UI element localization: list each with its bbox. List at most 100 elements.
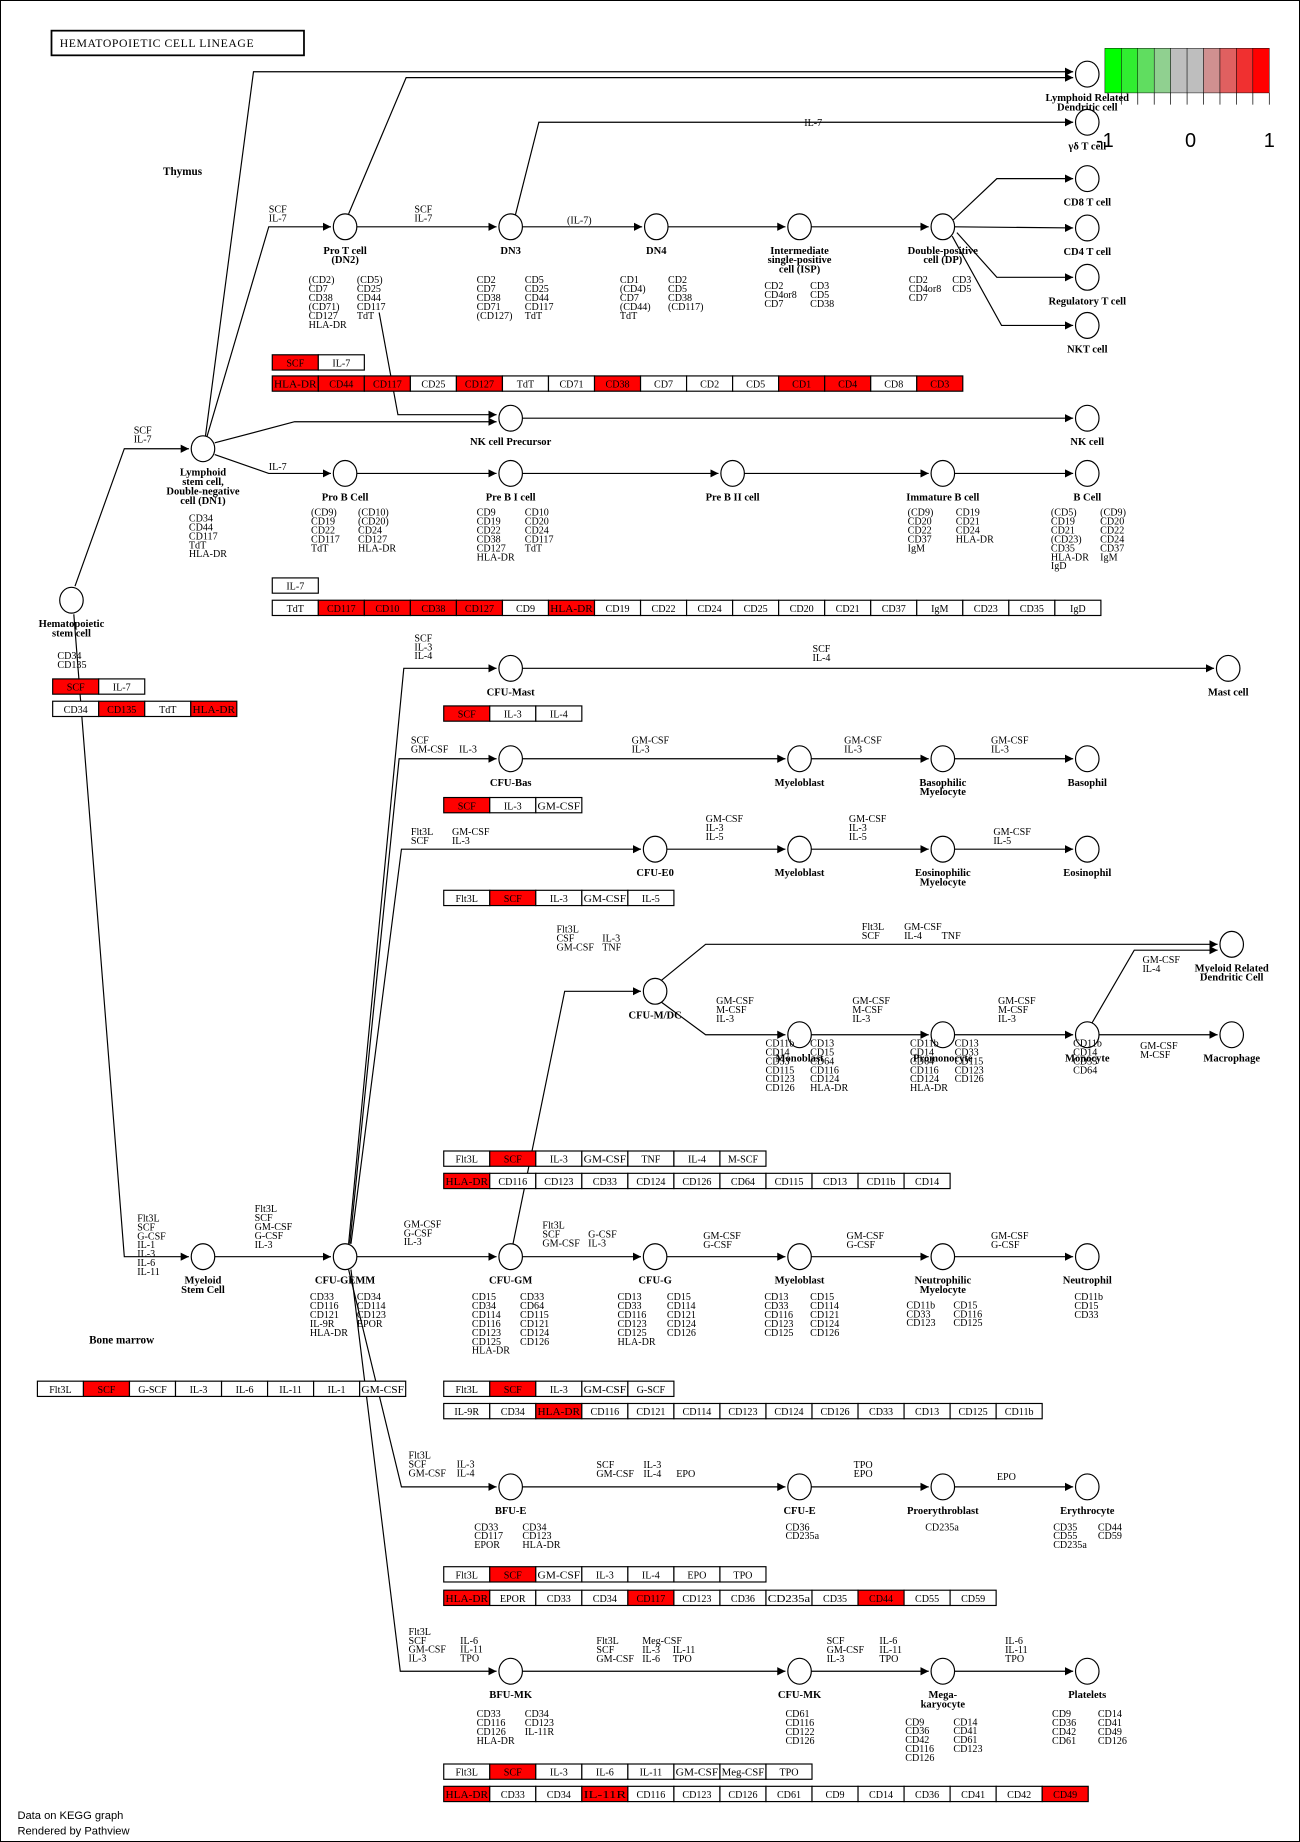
gene-cell[interactable]: CD117 bbox=[363, 375, 411, 392]
gene-cell[interactable]: IL-11 bbox=[266, 1380, 315, 1398]
gene-cell[interactable]: CD123 bbox=[673, 1785, 721, 1803]
gene-cell[interactable]: GM-CSF bbox=[359, 1380, 407, 1398]
gene-cell[interactable]: Flt3L bbox=[443, 1150, 491, 1167]
cell-node-prebii[interactable]: Pre B II cell bbox=[706, 459, 760, 503]
gene-cell[interactable]: IL-3 bbox=[581, 1566, 629, 1583]
cell-node-macro[interactable]: Macrophage bbox=[1203, 1021, 1260, 1065]
cell-circle[interactable] bbox=[642, 1243, 668, 1271]
cell-circle[interactable] bbox=[1074, 835, 1100, 863]
cell-circle[interactable] bbox=[1074, 214, 1100, 242]
gene-cell[interactable]: CD116 bbox=[581, 1402, 629, 1420]
cell-node-cd8t[interactable]: CD8 T cell bbox=[1063, 165, 1111, 209]
gene-cell[interactable]: CD14 bbox=[857, 1785, 905, 1803]
cell-node-prebi[interactable]: Pre B I cellCD9CD19CD22CD38CD127HLA-DRCD… bbox=[477, 459, 554, 563]
cell-node-mb3[interactable]: MyeloblastCD13CD33CD116CD123CD125CD15CD1… bbox=[764, 1243, 839, 1339]
gene-cell[interactable]: SCF bbox=[82, 1380, 131, 1398]
cell-circle[interactable] bbox=[787, 745, 812, 773]
cell-circle[interactable] bbox=[1074, 165, 1100, 193]
cell-node-mb1[interactable]: Myeloblast bbox=[775, 745, 825, 789]
cell-circle[interactable] bbox=[642, 977, 668, 1005]
cell-node-cfugm[interactable]: CFU-GMCD15CD34CD114CD116CD123CD125HLA-DR… bbox=[472, 1243, 549, 1357]
gene-cell[interactable]: CD123 bbox=[719, 1402, 767, 1420]
gene-cell[interactable]: HLA-DR bbox=[443, 1172, 491, 1190]
gene-cell[interactable]: CD49 bbox=[1041, 1785, 1089, 1803]
cell-circle[interactable] bbox=[498, 654, 523, 682]
gene-cell[interactable]: CD36 bbox=[903, 1785, 951, 1803]
cell-circle[interactable] bbox=[498, 1657, 523, 1685]
gene-cell[interactable]: CD235a bbox=[765, 1589, 813, 1607]
cell-circle[interactable] bbox=[1074, 745, 1100, 773]
cell-circle[interactable] bbox=[787, 1473, 812, 1501]
gene-cell[interactable]: HLA-DR bbox=[547, 599, 596, 617]
cell-circle[interactable] bbox=[930, 213, 956, 241]
gene-cell[interactable]: CD35 bbox=[811, 1589, 859, 1607]
gene-cell[interactable]: CD117 bbox=[627, 1589, 675, 1607]
cell-circle[interactable] bbox=[498, 459, 523, 487]
cell-circle[interactable] bbox=[332, 1243, 358, 1271]
gene-cell[interactable]: CD33 bbox=[535, 1589, 583, 1607]
cell-circle[interactable] bbox=[930, 1473, 956, 1501]
gene-cell[interactable]: IL-11 bbox=[627, 1763, 675, 1780]
gene-cell[interactable]: TdT bbox=[271, 599, 319, 617]
gene-cell[interactable]: CD126 bbox=[673, 1172, 721, 1190]
cell-circle[interactable] bbox=[720, 459, 745, 487]
gene-cell[interactable]: CD2 bbox=[685, 375, 734, 392]
gene-cell[interactable]: SCF bbox=[489, 1150, 537, 1167]
gene-cell[interactable]: GM-CSF bbox=[581, 889, 629, 907]
gene-cell[interactable]: Flt3L bbox=[443, 1763, 491, 1780]
gene-cell[interactable]: Flt3L bbox=[36, 1380, 85, 1398]
cell-node-eos[interactable]: Eosinophil bbox=[1063, 835, 1111, 879]
cell-node-cfubas[interactable]: CFU-Bas bbox=[490, 745, 532, 789]
gene-cell[interactable]: SCF bbox=[443, 705, 491, 722]
gene-cell[interactable]: GM-CSF bbox=[581, 1150, 629, 1167]
cell-node-dn3[interactable]: DN3CD2CD7CD38CD71(CD127)CD5CD25CD44CD117… bbox=[477, 213, 554, 322]
gene-cell[interactable]: CD34 bbox=[489, 1402, 537, 1420]
cell-circle[interactable] bbox=[930, 835, 956, 863]
gene-cell[interactable]: SCF bbox=[52, 678, 100, 695]
gene-cell[interactable]: G-SCF bbox=[627, 1380, 675, 1398]
cell-node-cfueo[interactable]: CFU-E0 bbox=[636, 835, 674, 879]
cell-node-nk[interactable]: NK cell bbox=[1070, 404, 1104, 448]
gene-cell[interactable]: CD34 bbox=[535, 1785, 583, 1803]
cell-circle[interactable] bbox=[190, 1243, 216, 1271]
gene-cell[interactable]: CD11b bbox=[995, 1402, 1043, 1420]
gene-cell[interactable]: IL-3 bbox=[535, 1763, 583, 1780]
gene-cell[interactable]: CD123 bbox=[673, 1589, 721, 1607]
cell-circle[interactable] bbox=[1074, 1243, 1100, 1271]
gene-cell[interactable]: CD25 bbox=[409, 375, 457, 392]
gene-cell[interactable]: IL-4 bbox=[627, 1566, 675, 1583]
gene-cell[interactable]: GM-CSF bbox=[581, 1380, 629, 1398]
gene-cell[interactable]: SCF bbox=[489, 889, 537, 907]
gene-cell[interactable]: CD25 bbox=[732, 599, 780, 617]
gene-cell[interactable]: CD22 bbox=[639, 599, 688, 617]
gene-cell[interactable]: IL-11R bbox=[581, 1785, 629, 1803]
gene-cell[interactable]: IL-9R bbox=[443, 1402, 491, 1420]
gene-cell[interactable]: CD9 bbox=[501, 599, 550, 617]
cell-node-cfumast[interactable]: CFU-Mast bbox=[487, 654, 536, 698]
gene-cell[interactable]: CD44 bbox=[317, 375, 365, 392]
gene-cell[interactable]: CD117 bbox=[317, 599, 365, 617]
gene-cell[interactable]: GM-CSF bbox=[535, 1566, 583, 1583]
gene-cell[interactable]: TdT bbox=[501, 375, 550, 392]
cell-circle[interactable] bbox=[1074, 311, 1100, 339]
gene-cell[interactable]: IL-3 bbox=[174, 1380, 223, 1398]
gene-cell[interactable]: CD34 bbox=[52, 700, 100, 718]
gene-cell[interactable]: IL-7 bbox=[317, 354, 365, 371]
cell-circle[interactable] bbox=[498, 404, 523, 432]
gene-cell[interactable]: SCF bbox=[489, 1566, 537, 1583]
gene-cell[interactable]: CD59 bbox=[949, 1589, 997, 1607]
cell-circle[interactable] bbox=[787, 1021, 812, 1049]
gene-cell[interactable]: IL-6 bbox=[220, 1380, 269, 1398]
cell-node-cfumdc[interactable]: CFU-M/DC bbox=[628, 977, 682, 1021]
cell-circle[interactable] bbox=[930, 1657, 956, 1685]
cell-node-prob[interactable]: Pro B Cell(CD9)CD19CD22CD117TdT(CD10)(CD… bbox=[311, 459, 396, 554]
gene-cell[interactable]: EPOR bbox=[489, 1589, 537, 1607]
